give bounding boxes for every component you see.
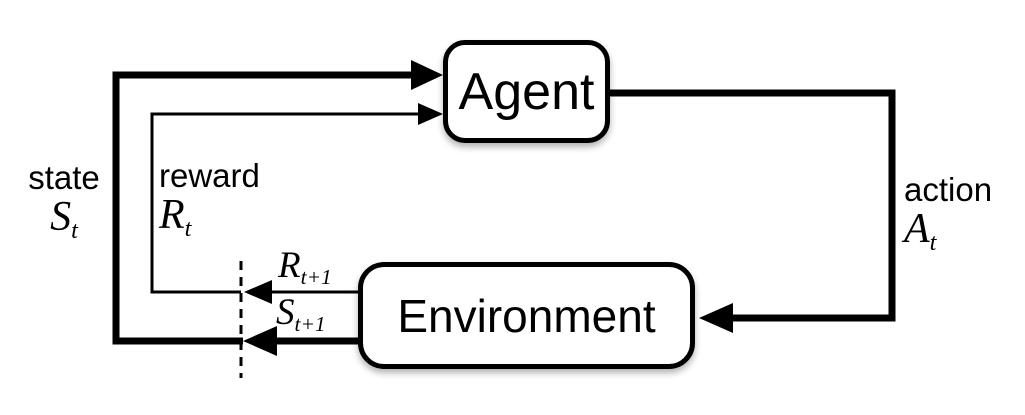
reward-into-agent-arrowhead	[418, 103, 443, 125]
environment-box: Environment	[358, 262, 695, 369]
action-label: action At	[904, 171, 993, 257]
agent-box: Agent	[443, 40, 610, 143]
next-reward-symbol: Rt+1	[278, 245, 332, 289]
next-reward-label: Rt+1	[278, 245, 332, 289]
action-word: action	[904, 171, 993, 208]
state-symbol: St	[50, 194, 78, 245]
reward-symbol: Rt	[159, 192, 192, 243]
action-into-environment-arrowhead	[699, 303, 733, 333]
reward-label: reward Rt	[159, 157, 260, 243]
agent-box-label: Agent	[458, 62, 595, 121]
reward-word: reward	[159, 157, 260, 194]
action-symbol: At	[904, 206, 937, 257]
state-label: state St	[18, 159, 110, 245]
next-state-symbol: St+1	[276, 292, 326, 336]
state-word: state	[28, 159, 100, 196]
state-into-agent-arrowhead	[411, 60, 443, 90]
reward-loop-line	[150, 112, 421, 294]
next-state-arrowhead	[243, 326, 277, 356]
action-line	[610, 89, 896, 322]
next-reward-arrowhead	[244, 280, 272, 304]
environment-box-label: Environment	[397, 289, 656, 342]
next-state-label: St+1	[276, 292, 326, 336]
state-loop-line	[112, 71, 413, 345]
